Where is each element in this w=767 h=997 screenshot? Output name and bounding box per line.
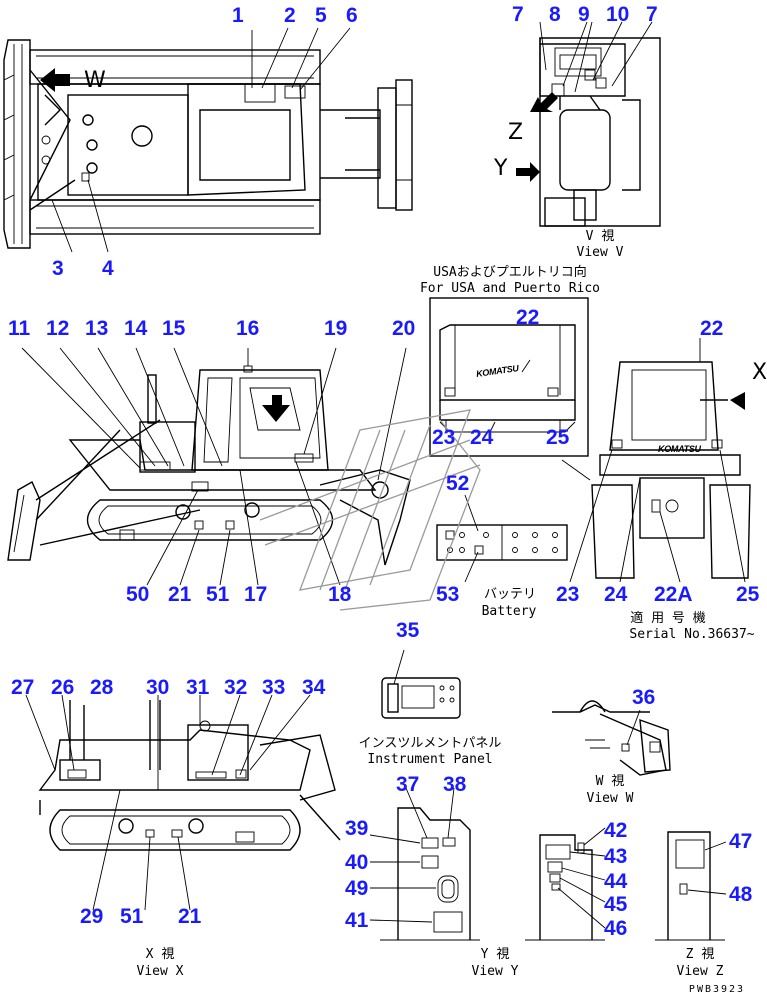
callout-25-usa: 25: [546, 426, 570, 449]
callout-12: 12: [46, 317, 70, 340]
callout-13: 13: [85, 317, 109, 340]
callout-22A: 22A: [654, 583, 693, 606]
callout-7-left: 7: [512, 3, 524, 26]
view-z-jp: Z 視: [685, 947, 715, 962]
callout-19: 19: [324, 317, 348, 340]
usa-caption-jp: USAおよびプエルトリコ向: [433, 265, 587, 280]
callout-48: 48: [729, 883, 753, 906]
instrument-panel: [381, 649, 461, 719]
view-x-jp: X 視: [145, 947, 175, 962]
view-side-small: [525, 827, 606, 941]
callout-41: 41: [345, 909, 369, 932]
letter-z: Z: [508, 120, 524, 145]
letter-x: X: [752, 360, 767, 385]
callout-45: 45: [604, 893, 628, 916]
callout-11: 11: [8, 317, 31, 340]
callout-50: 50: [126, 583, 150, 606]
view-x-en: View X: [136, 964, 184, 979]
callout-34: 34: [302, 676, 326, 699]
callout-31: 31: [186, 676, 210, 699]
serial-jp: 適 用 号 機: [630, 611, 706, 626]
callout-37: 37: [396, 773, 420, 796]
callout-24-rear: 24: [604, 583, 628, 606]
side-view-dozer: [7, 347, 411, 586]
callout-49: 49: [345, 877, 369, 900]
view-z: [655, 831, 727, 941]
battery-en: Battery: [481, 604, 537, 619]
view-z-en: View Z: [676, 964, 724, 979]
drawing-code: PWB3923: [688, 984, 746, 995]
top-view-dozer: [3, 27, 413, 253]
callout-44: 44: [604, 870, 628, 893]
callout-22-usa: 22: [516, 306, 540, 329]
callout-43: 43: [604, 845, 628, 868]
view-v-jp: V 視: [585, 229, 615, 244]
callout-38: 38: [443, 773, 467, 796]
letter-y: Y: [494, 156, 508, 181]
callout-33: 33: [262, 676, 286, 699]
view-w-en: View W: [586, 791, 634, 806]
callout-46: 46: [604, 917, 628, 940]
view-w: [552, 700, 671, 776]
callout-7-right: 7: [646, 3, 658, 26]
callout-39: 39: [345, 817, 369, 840]
callout-6: 6: [346, 4, 358, 27]
callout-32: 32: [224, 676, 248, 699]
letter-w: W: [84, 68, 106, 93]
brand-badge-rear: KOMATSU: [658, 444, 701, 454]
usa-rear-view: [429, 297, 589, 457]
callout-14: 14: [124, 317, 148, 340]
callout-3: 3: [52, 257, 64, 280]
callout-51-side: 51: [206, 583, 230, 606]
callout-17: 17: [244, 583, 268, 606]
callout-22-rear: 22: [700, 317, 724, 340]
callout-29: 29: [80, 905, 104, 928]
callout-25-rear: 25: [736, 583, 760, 606]
callout-21-side: 21: [168, 583, 192, 606]
instrument-en: Instrument Panel: [367, 752, 493, 767]
usa-caption-en: For USA and Puerto Rico: [419, 281, 600, 296]
callout-42: 42: [604, 819, 628, 842]
view-x-dozer: [25, 694, 341, 911]
callout-1: 1: [232, 4, 244, 27]
callout-53: 53: [436, 583, 460, 606]
rear-view-serial: [561, 338, 751, 583]
serial-en: Serial No.36637~: [629, 627, 755, 642]
callout-51-x: 51: [120, 905, 144, 928]
battery-jp: バッテリ: [483, 587, 536, 602]
callout-15: 15: [162, 317, 186, 340]
watermark-logo: [259, 409, 481, 611]
battery-decals: [436, 494, 568, 583]
view-y: [369, 787, 480, 941]
instrument-jp: インスツルメントパネル: [358, 736, 502, 751]
callout-24-usa: 24: [470, 426, 494, 449]
callout-47: 47: [729, 830, 753, 853]
callout-23-rear: 23: [556, 583, 580, 606]
callout-52: 52: [446, 472, 470, 495]
callout-4: 4: [102, 257, 114, 280]
callout-27: 27: [11, 676, 35, 699]
view-y-jp: Y 視: [480, 947, 510, 962]
callout-36: 36: [632, 686, 656, 709]
callout-16: 16: [236, 317, 260, 340]
callout-35: 35: [396, 619, 420, 642]
callout-26: 26: [51, 676, 75, 699]
callout-40: 40: [345, 851, 369, 874]
callout-10: 10: [606, 3, 630, 26]
callout-5: 5: [315, 4, 327, 27]
view-v-cab: [516, 21, 661, 227]
callout-23-usa: 23: [432, 426, 456, 449]
callout-18: 18: [328, 583, 352, 606]
callout-28: 28: [90, 676, 114, 699]
callout-8: 8: [549, 3, 561, 26]
callout-30: 30: [146, 676, 170, 699]
view-y-en: View Y: [471, 964, 519, 979]
view-v-en: View V: [576, 245, 624, 260]
callout-9: 9: [578, 3, 590, 26]
callout-21-x: 21: [178, 905, 202, 928]
callout-20: 20: [392, 317, 416, 340]
view-w-jp: W 視: [595, 774, 625, 789]
callout-2: 2: [284, 4, 296, 27]
